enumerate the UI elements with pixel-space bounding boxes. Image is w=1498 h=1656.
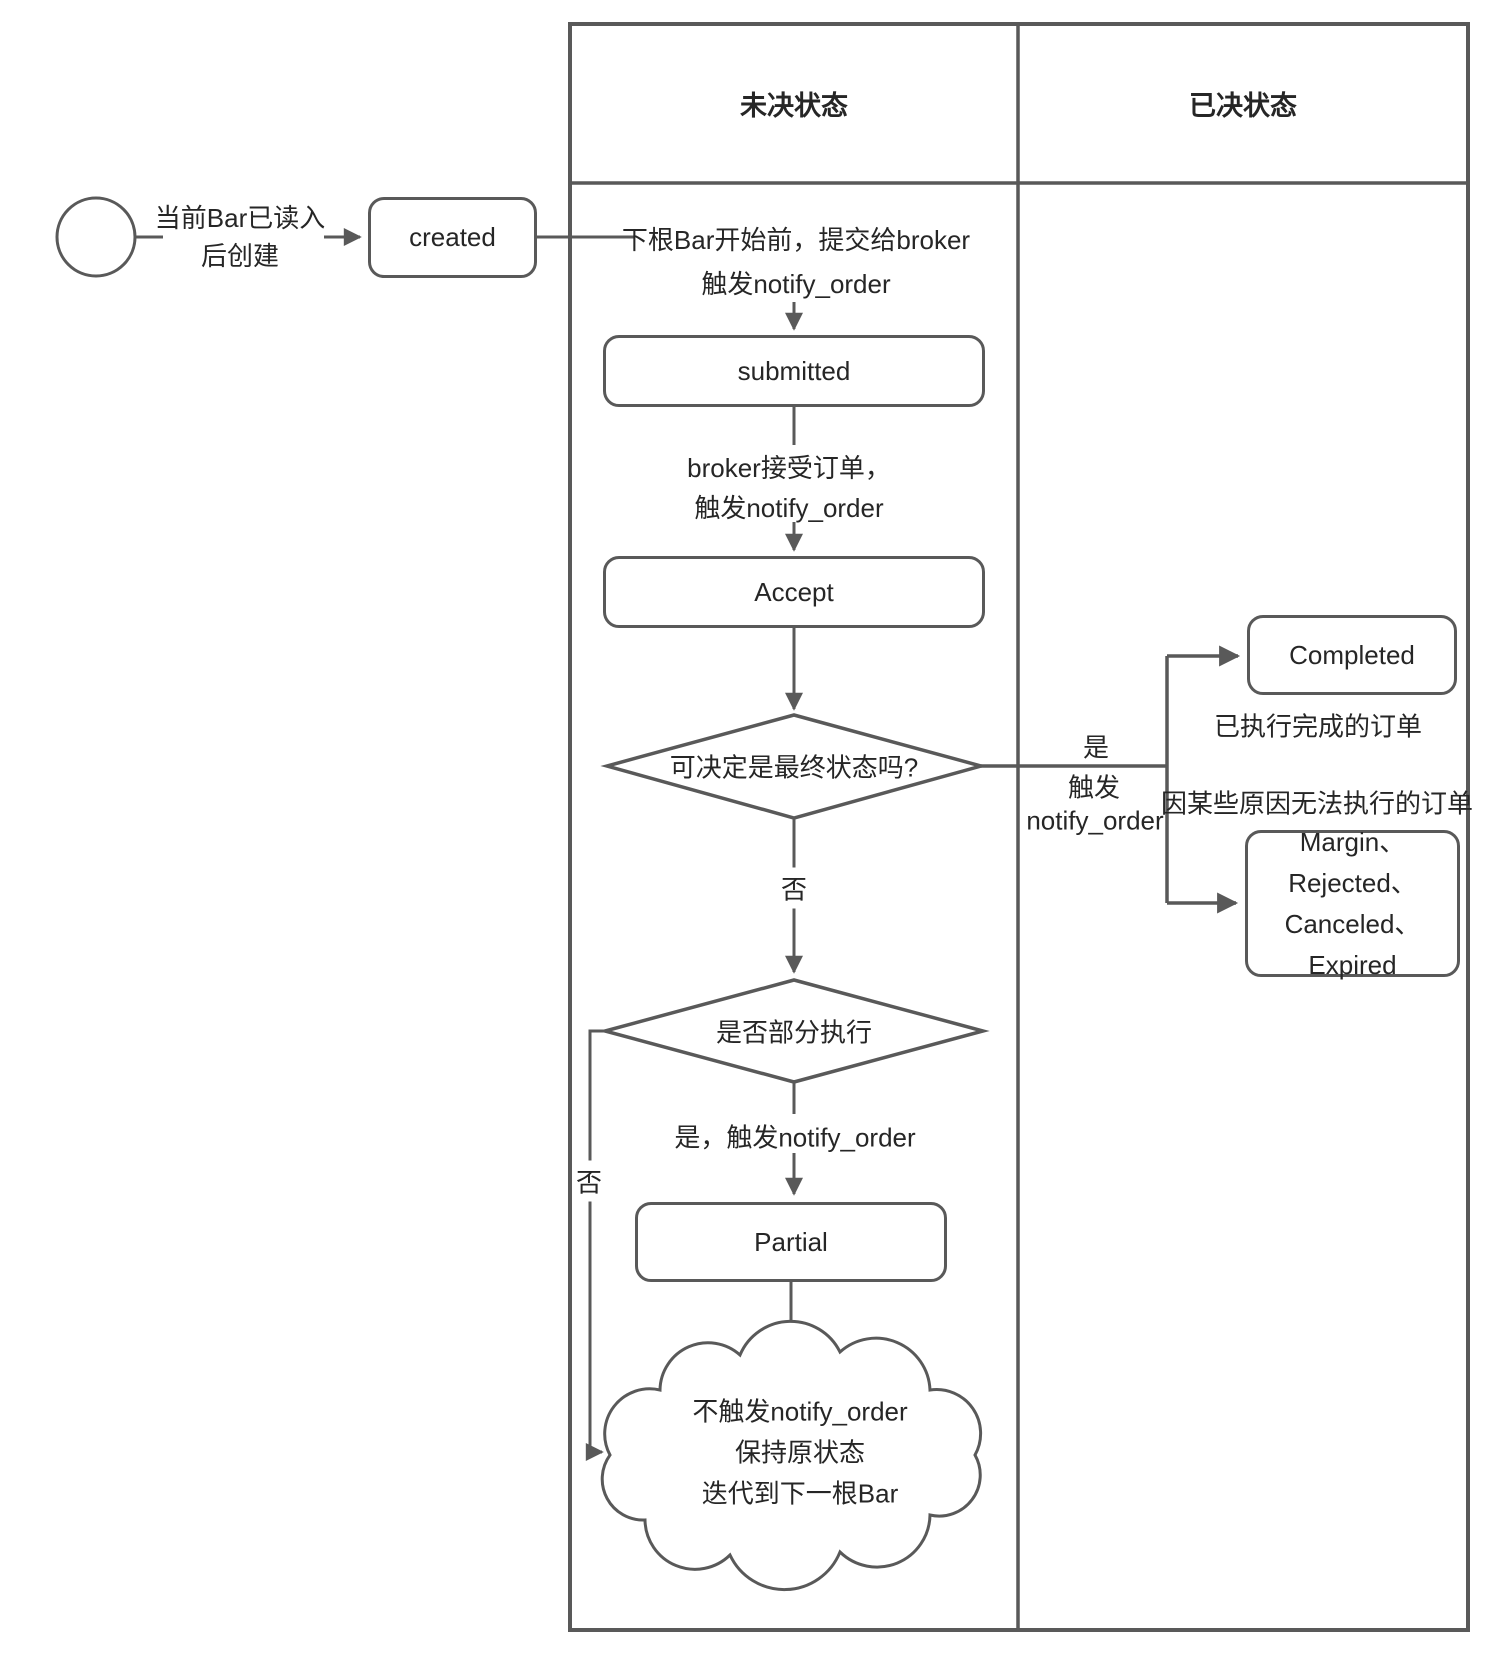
accept-edge-label: broker接受订单， 触发notify_order [687, 448, 891, 528]
partial-yes-label: 是，触发notify_order [674, 1122, 916, 1153]
start-edge-label: 当前Bar已读入 后创建 [155, 199, 325, 275]
final-states-note: 因某些原因无法执行的订单 [1160, 788, 1474, 819]
lane-header-decided-label: 已决状态 [1189, 91, 1297, 121]
yes-label: 是 [1082, 732, 1110, 763]
final-states-node: Margin、 Rejected、 Canceled、Expired [1245, 827, 1460, 980]
no-label-partial-decision: 否 [571, 1160, 607, 1202]
final-decision-label: 可决定是最终状态吗? [669, 752, 919, 783]
no-label-final-decision: 否 [776, 867, 812, 909]
submitted-node: submitted [603, 335, 985, 407]
accept-edge-label-line1: broker接受订单， [687, 453, 891, 483]
submit-edge-label-line2: 触发notify_order [701, 269, 891, 299]
yes-trigger-label-line1: 触发 [1067, 772, 1121, 803]
accept-edge-label-line2: 触发notify_order [694, 493, 884, 523]
submitted-node-label: submitted [737, 355, 851, 386]
submit-edge-label-line1: 下根Bar开始前，提交给broker [621, 225, 971, 255]
start-edge-label-line2: 后创建 [200, 241, 279, 271]
lane-header-pending-label: 未决状态 [740, 91, 848, 121]
yes-trigger-label-line2: notify_order [1026, 805, 1164, 836]
cloud-label-line1: 不触发notify_order [692, 1396, 908, 1427]
created-node: created [368, 197, 537, 278]
lane-header-decided: 已决状态 [1018, 24, 1468, 183]
partial-node: Partial [635, 1202, 947, 1282]
partial-node-label: Partial [754, 1226, 828, 1257]
accept-node: Accept [603, 556, 985, 628]
accept-node-label: Accept [754, 576, 834, 607]
completed-node: Completed [1247, 615, 1457, 695]
completed-node-label: Completed [1289, 639, 1415, 670]
final-states-line3: Canceled、Expired [1284, 908, 1421, 980]
connector-no-to-cloud [585, 1029, 605, 1461]
keep-state-cloud-label: 不触发notify_order 保持原状态 迭代到下一根Bar [692, 1392, 907, 1515]
final-states-line1: Margin、 [1299, 826, 1406, 857]
submit-edge-label: 下根Bar开始前，提交给broker 触发notify_order [622, 218, 970, 306]
start-edge-label-line1: 当前Bar已读入 [154, 203, 326, 233]
cloud-label-line2: 保持原状态 [734, 1437, 865, 1468]
start-circle [55, 196, 137, 278]
partial-decision-label: 是否部分执行 [715, 1017, 873, 1048]
keep-state-cloud [600, 1319, 983, 1592]
cloud-label-line3: 迭代到下一根Bar [701, 1478, 899, 1509]
created-node-label: created [409, 222, 496, 252]
lane-header-pending: 未决状态 [570, 24, 1018, 183]
completed-note: 已执行完成的订单 [1213, 711, 1423, 742]
final-states-line2: Rejected、 [1288, 867, 1417, 898]
